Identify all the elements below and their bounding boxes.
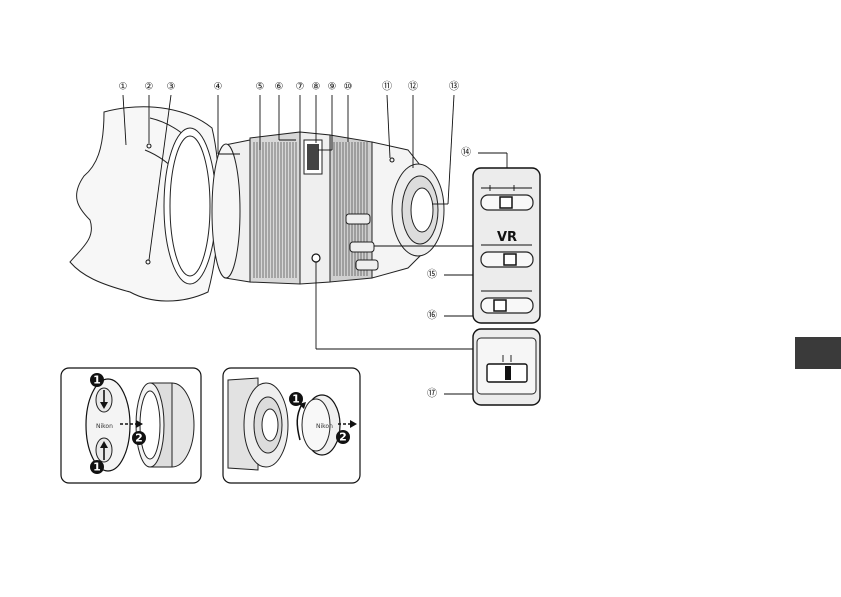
callout-12: ⑫: [408, 81, 418, 93]
callout-11: ⑪: [382, 81, 392, 93]
switch-panel: VR: [473, 168, 540, 323]
callout-10: ⑩: [344, 82, 353, 93]
callout-14: ⑭: [461, 147, 471, 159]
callout-7: ⑦: [296, 82, 305, 93]
vr-mode-switch[interactable]: [481, 298, 533, 313]
callout-3: ③: [167, 82, 176, 93]
callout-16: ⑯: [427, 310, 437, 322]
callout-5: ⑤: [256, 82, 265, 93]
callout-17: ⑰: [427, 388, 437, 400]
zoom-ring-grip: [254, 142, 296, 278]
focus-mode-switch[interactable]: [346, 214, 370, 224]
callout-4: ④: [214, 82, 223, 93]
inset-front-cap: Nikon 1 2 1: [61, 368, 201, 483]
page-tab: [795, 337, 841, 369]
lens-body: [212, 132, 444, 284]
front-step-1a: 1: [93, 374, 101, 387]
lens-hood: [70, 107, 219, 301]
vr-switch-on-lens[interactable]: [350, 242, 374, 252]
vr-mode-switch-on-lens[interactable]: [356, 260, 378, 270]
callout-13: ⑬: [449, 81, 459, 93]
lock-switch-on-lens[interactable]: [312, 254, 320, 262]
callout-1: ①: [119, 82, 128, 93]
rear-step-1: 1: [292, 393, 300, 406]
zoom-lock-panel: [473, 329, 540, 405]
front-step-1b: 1: [93, 461, 101, 474]
front-step-2: 2: [135, 432, 143, 445]
callout-9: ⑨: [328, 82, 337, 93]
callout-2: ②: [145, 82, 154, 93]
distance-scale: [307, 144, 319, 170]
cap-brand: Nikon: [96, 423, 113, 430]
inset-rear-cap: Nikon 1 2: [223, 368, 360, 483]
callout-6: ⑥: [275, 82, 284, 93]
rear-cap-brand: Nikon: [316, 423, 333, 430]
vr-label: VR: [497, 230, 517, 245]
callout-15: ⑮: [427, 269, 437, 281]
rear-step-2: 2: [339, 431, 347, 444]
callout-8: ⑧: [312, 82, 321, 93]
